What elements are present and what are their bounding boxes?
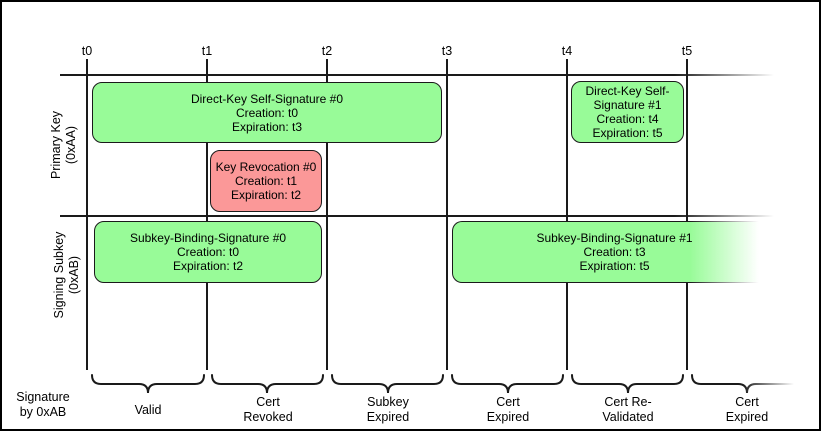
tick-label-t0: t0 [81,44,93,58]
axis-label-line: Signature [16,390,70,404]
subkey-binding-signature-1-box: Subkey-Binding-Signature #1 Creation: t3… [452,220,778,284]
primary-key-track-line [60,74,774,76]
period-line: Expired [486,410,530,424]
period-label-cert-revoked: Cert Revoked [220,394,316,426]
time-line-t0 [86,59,88,370]
time-line-t2 [326,59,328,370]
tick-label-t4: t4 [561,44,573,58]
brace-cert-expired-1 [451,374,564,394]
tick-label-t2: t2 [321,44,333,58]
time-line-t4 [566,59,568,370]
direct-key-self-signature-0-box: Direct-Key Self-Signature #0 Creation: t… [92,82,442,143]
row-label-signing-subkey: Signing Subkey (0xAB) [51,210,83,340]
period-label-valid: Valid [100,394,196,426]
signature-creation: Creation: t4 [596,112,659,126]
brace-valid [91,374,205,394]
period-label-cert-revalidated: Cert Re- Validated [580,394,676,426]
period-line: Valid [134,402,162,417]
direct-key-self-signature-1-box: Direct-Key Self-Signature #1 Creation: t… [571,81,684,143]
period-label-subkey-expired: Subkey Expired [340,394,436,426]
signature-expiration: Expiration: t2 [172,259,244,273]
signature-title: Subkey-Binding-Signature #1 [536,231,693,245]
period-line: Subkey [367,395,409,409]
time-line-t5 [686,59,688,370]
period-line: Cert Re- [604,395,652,409]
brace-cert-revalidated [571,374,684,394]
row-label-line: Primary Key [49,110,63,180]
signing-subkey-track-line [60,215,774,217]
signature-expiration: Expiration: t2 [230,188,302,202]
signature-creation: Creation: t0 [235,105,299,120]
signature-title: Key Revocation #0 [215,160,317,174]
row-label-line: Signing Subkey [52,231,66,319]
period-label-cert-expired-1: Cert Expired [460,394,556,426]
period-braces [91,374,803,394]
signature-expiration: Expiration: t3 [231,119,303,134]
signature-expiration: Expiration: t5 [579,259,650,273]
subkey-binding-signature-0-box: Subkey-Binding-Signature #0 Creation: t0… [94,221,322,283]
period-line: Validated [602,410,654,424]
brace-subkey-expired [331,374,444,394]
tick-label-t5: t5 [681,44,693,58]
brace-cert-expired-2 [691,374,803,394]
period-line: Cert [735,395,759,409]
time-line-t1 [206,59,208,370]
signature-creation: Creation: t0 [176,245,240,259]
period-line: Expired [725,410,769,424]
signature-title: Direct-Key Self-Signature #1 [585,84,670,112]
axis-label-line: by 0xAB [19,405,67,419]
period-line: Expired [366,410,410,424]
signature-expiration: Expiration: t5 [592,126,663,140]
bottom-axis-label: Signature by 0xAB [10,390,76,420]
row-label-primary-key: Primary Key (0xAA) [48,80,80,210]
time-line-t3 [446,59,448,370]
signature-creation: Creation: t3 [583,245,646,259]
period-label-cert-expired-2: Cert Expired [699,394,795,426]
period-line: Revoked [243,410,293,424]
tick-label-t3: t3 [441,44,453,58]
signature-creation: Creation: t1 [234,174,298,188]
key-revocation-0-box: Key Revocation #0 Creation: t1 Expiratio… [210,150,322,212]
row-label-line: (0xAB) [67,255,81,295]
period-line: Cert [496,395,520,409]
row-label-line: (0xAA) [64,125,78,165]
signature-title: Subkey-Binding-Signature #0 [129,231,287,245]
tick-label-t1: t1 [201,44,213,58]
brace-cert-revoked [211,374,324,394]
signature-title: Direct-Key Self-Signature #0 [190,91,344,106]
period-line: Cert [256,395,280,409]
